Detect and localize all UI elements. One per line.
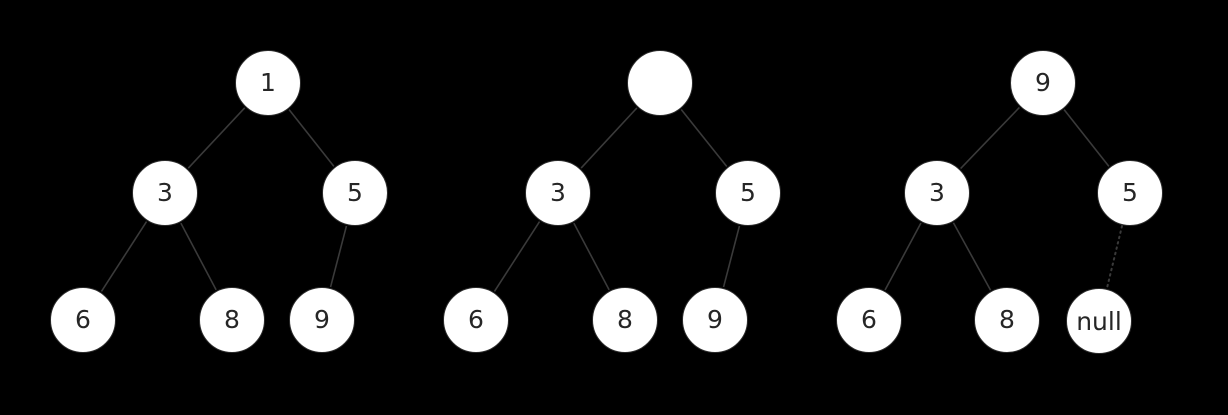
- tree-node-label: 6: [75, 305, 91, 334]
- tree-node-label: 9: [314, 305, 330, 334]
- tree-node-label: 3: [929, 178, 945, 207]
- tree-node-label: 5: [347, 178, 363, 207]
- tree-node-label: 9: [707, 305, 723, 334]
- tree-node-label: 8: [617, 305, 633, 334]
- tree-node-1[interactable]: 1: [235, 50, 301, 116]
- tree-node-3[interactable]: 3: [904, 160, 970, 226]
- tree-node-8[interactable]: 8: [199, 287, 265, 353]
- tree-node-5[interactable]: 5: [1097, 160, 1163, 226]
- tree-node-9[interactable]: 9: [682, 287, 748, 353]
- tree-node-label: 9: [1035, 68, 1051, 97]
- tree-node-label: 8: [999, 305, 1015, 334]
- tree-node-label: 6: [861, 305, 877, 334]
- tree-node-3[interactable]: 3: [525, 160, 591, 226]
- tree-node-6[interactable]: 6: [50, 287, 116, 353]
- tree-node-9[interactable]: 9: [289, 287, 355, 353]
- tree-node-6[interactable]: 6: [836, 287, 902, 353]
- tree-node-8[interactable]: 8: [974, 287, 1040, 353]
- tree-node-5[interactable]: 5: [715, 160, 781, 226]
- tree-node-9[interactable]: 9: [1010, 50, 1076, 116]
- tree-node-label: null: [1076, 306, 1122, 336]
- tree-node-label: 6: [468, 305, 484, 334]
- tree-node-label: 1: [260, 68, 276, 97]
- tree-node-3[interactable]: 3: [132, 160, 198, 226]
- tree-node-label: 3: [550, 178, 566, 207]
- tree-node-label: 5: [1122, 178, 1138, 207]
- tree-node-null[interactable]: null: [1066, 288, 1132, 354]
- tree-node-label: 8: [224, 305, 240, 334]
- tree-node-6[interactable]: 6: [443, 287, 509, 353]
- tree-node-label: 5: [740, 178, 756, 207]
- tree-node-label: 3: [157, 178, 173, 207]
- tree-node-8[interactable]: 8: [592, 287, 658, 353]
- tree-node-5[interactable]: 5: [322, 160, 388, 226]
- tree-node-empty[interactable]: [627, 50, 693, 116]
